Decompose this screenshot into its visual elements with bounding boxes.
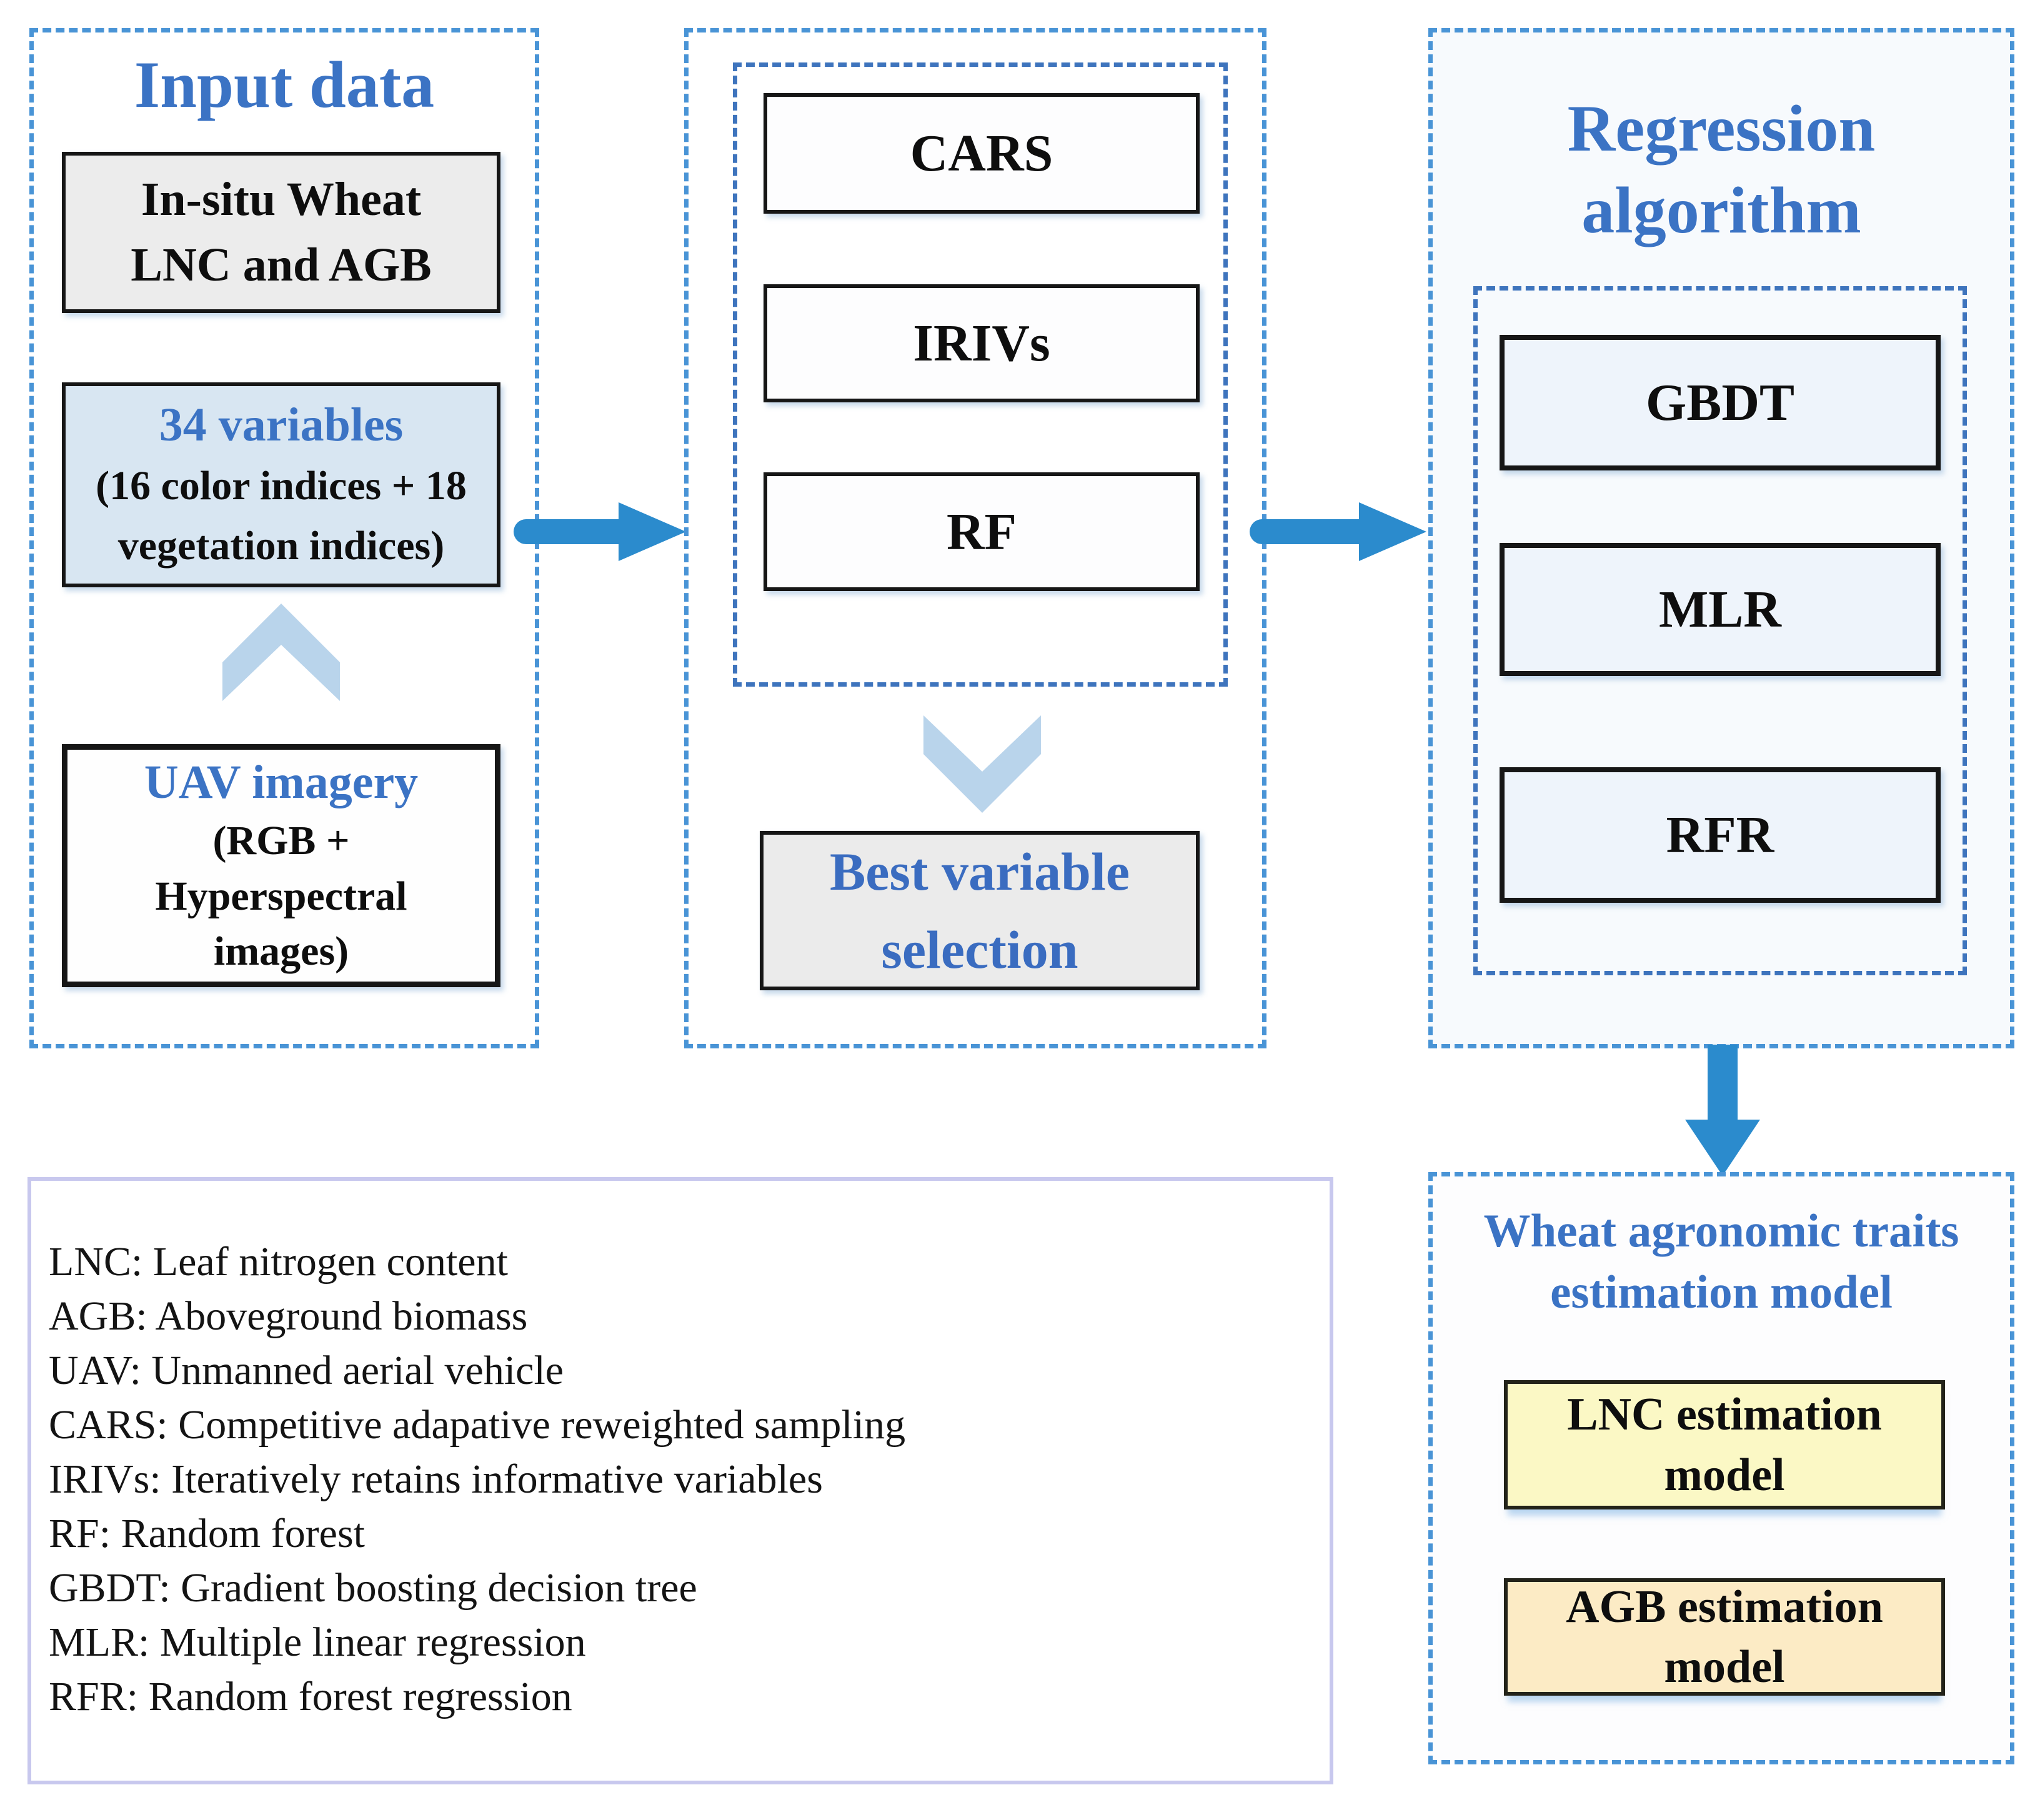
agb-model-line1: AGB estimation: [1566, 1581, 1883, 1633]
lnc-model-line1: LNC estimation: [1567, 1389, 1882, 1441]
variables-title: 34 variables: [159, 399, 404, 452]
uav-detail-3: images): [213, 928, 349, 975]
estimation-title-line1: Wheat agronomic traits: [1483, 1205, 1959, 1257]
variables-detail-2: vegetation indices): [117, 523, 445, 569]
abbreviation-legend: LNC: Leaf nitrogen content AGB: Abovegro…: [27, 1177, 1333, 1784]
chevron-up-icon: [220, 601, 342, 729]
variables-detail-1: (16 color indices + 18: [96, 463, 467, 509]
agb-model-box: AGB estimation model: [1504, 1578, 1945, 1696]
legend-item: CARS: Competitive adapative reweighted s…: [49, 1402, 906, 1448]
agb-model-line2: model: [1664, 1641, 1785, 1693]
method-box-mlr: MLR: [1500, 543, 1941, 676]
arrow-right-icon: [512, 495, 690, 569]
uav-detail-2: Hyperspectral: [155, 873, 407, 919]
legend-item: RF: Random forest: [49, 1511, 365, 1556]
method-label-gbdt: GBDT: [1645, 374, 1795, 432]
selection-methods-group: [733, 62, 1228, 687]
lnc-model-box: LNC estimation model: [1504, 1380, 1945, 1509]
method-label-cars: CARS: [910, 124, 1053, 182]
regression-title-line2: algorithm: [1581, 174, 1861, 247]
uav-imagery-box: UAV imagery (RGB + Hyperspectral images): [62, 744, 500, 987]
uav-detail-1: (RGB +: [212, 818, 350, 864]
variables-box: 34 variables (16 color indices + 18 vege…: [62, 382, 500, 587]
best-variable-line1: Best variable: [829, 841, 1130, 902]
legend-item: LNC: Leaf nitrogen content: [49, 1239, 508, 1285]
estimation-title-line2: estimation model: [1550, 1266, 1893, 1318]
insitu-wheat-line2: LNC and AGB: [131, 239, 432, 291]
legend-item: AGB: Aboveground biomass: [49, 1293, 528, 1339]
estimation-model-title: Wheat agronomic traits estimation model: [1428, 1201, 2014, 1323]
arrow-right-icon: [1248, 495, 1431, 569]
best-variable-line2: selection: [881, 919, 1078, 980]
method-label-rfr: RFR: [1666, 806, 1774, 864]
input-data-title: Input data: [134, 48, 435, 121]
method-label-irivs: IRIVs: [913, 314, 1050, 372]
method-label-mlr: MLR: [1659, 580, 1781, 639]
method-label-rf: RF: [947, 502, 1017, 561]
regression-title: Regression algorithm: [1428, 87, 2014, 252]
best-variable-selection-box: Best variable selection: [760, 831, 1200, 990]
method-box-irivs: IRIVs: [764, 284, 1200, 402]
insitu-wheat-box: In-situ Wheat LNC and AGB: [62, 152, 500, 313]
legend-item: IRIVs: Iteratively retains informative v…: [49, 1456, 823, 1502]
regression-methods-group: [1473, 286, 1967, 975]
method-box-rfr: RFR: [1500, 767, 1941, 903]
method-box-rf: RF: [764, 472, 1200, 591]
arrow-down-icon: [1679, 1038, 1766, 1179]
legend-item: RFR: Random forest regression: [49, 1674, 572, 1719]
uav-title: UAV imagery: [144, 756, 419, 809]
regression-title-line1: Regression: [1567, 92, 1876, 165]
lnc-model-line2: model: [1664, 1449, 1785, 1501]
legend-item: UAV: Unmanned aerial vehicle: [49, 1348, 564, 1393]
insitu-wheat-line1: In-situ Wheat: [141, 173, 422, 226]
chevron-down-icon: [921, 694, 1043, 815]
method-box-gbdt: GBDT: [1500, 335, 1941, 470]
method-box-cars: CARS: [764, 93, 1200, 214]
legend-item: MLR: Multiple linear regression: [49, 1619, 586, 1665]
legend-item: GBDT: Gradient boosting decision tree: [49, 1565, 697, 1611]
